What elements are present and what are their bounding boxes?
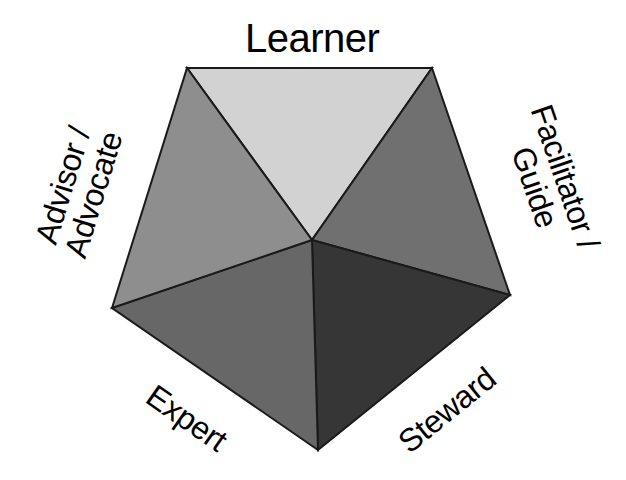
role-label: Steward — [393, 362, 502, 459]
role-label: Learner — [245, 18, 379, 58]
role-label: Expert — [140, 379, 232, 457]
role-label: Facilitator / Guide — [487, 77, 613, 287]
advisor-face — [112, 68, 312, 308]
role-label: Advisor / Advocate — [18, 85, 138, 295]
